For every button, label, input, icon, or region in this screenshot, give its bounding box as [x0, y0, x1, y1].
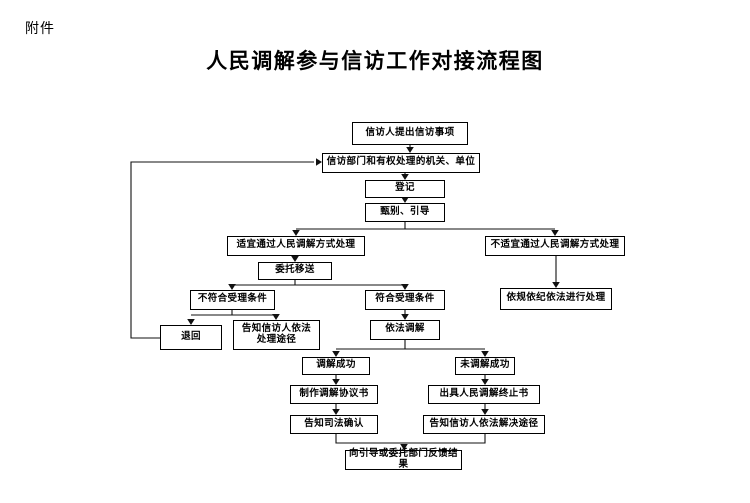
node-not-suitable-for-mediation[interactable]: 不适宜通过人民调解方式处理: [485, 236, 625, 256]
node-issue-mediation-termination[interactable]: 出具人民调解终止书: [428, 385, 540, 404]
node-mediation-failed[interactable]: 未调解成功: [455, 357, 515, 375]
node-registration[interactable]: 登记: [365, 180, 445, 198]
node-mediation-succeeded[interactable]: 调解成功: [302, 357, 370, 375]
node-inform-lawful-handling-channel[interactable]: 告知信访人依法 处理途径: [233, 320, 320, 350]
edge-feedback-n11-n2: [130, 158, 322, 339]
edge-n8-split: [187, 310, 280, 325]
node-petition-dept-authority[interactable]: 信访部门和有权处理的机关、单位: [322, 153, 480, 173]
node-not-meeting-acceptance-conditions[interactable]: 不符合受理条件: [190, 290, 275, 310]
node-screening-guidance[interactable]: 甄别、引导: [365, 203, 445, 222]
node-petitioner-raises-matter[interactable]: 信访人提出信访事项: [352, 122, 468, 145]
node-draft-mediation-agreement[interactable]: 制作调解协议书: [290, 385, 378, 404]
edge-merge-n20: [335, 434, 486, 450]
edge-n13-split: [332, 340, 489, 357]
node-inform-judicial-confirmation[interactable]: 告知司法确认: [290, 415, 378, 434]
node-return[interactable]: 退回: [160, 325, 222, 350]
node-entrust-transfer[interactable]: 委托移送: [258, 262, 332, 280]
page-title: 人民调解参与信访工作对接流程图: [206, 49, 544, 73]
edge-n1-n2: [406, 145, 414, 153]
node-suitable-for-mediation[interactable]: 适宜通过人民调解方式处理: [227, 236, 365, 256]
edge-n2-n3: [401, 173, 409, 180]
edge-n17-n19: [481, 404, 489, 415]
edge-n7-split: [228, 280, 409, 290]
edge-n15-n17: [481, 375, 489, 385]
edge-n9-n13: [401, 310, 409, 320]
node-feedback-to-referring-department[interactable]: 向引导或委托部门反馈结果: [345, 449, 462, 470]
edge-n4-split: [292, 222, 559, 236]
edge-n14-n16: [332, 375, 340, 385]
edge-n16-n18: [332, 404, 340, 415]
node-lawful-mediation[interactable]: 依法调解: [370, 320, 440, 340]
node-handle-per-regulations[interactable]: 依规依纪依法进行处理: [500, 288, 612, 310]
edge-n3-n4: [401, 197, 409, 203]
edge-n6-n10: [552, 256, 560, 288]
edge-n5-n7: [291, 256, 299, 262]
node-meets-acceptance-conditions[interactable]: 符合受理条件: [365, 290, 445, 310]
node-inform-lawful-resolution-channel[interactable]: 告知信访人依法解决途径: [423, 415, 545, 434]
attachment-label: 附件: [25, 20, 55, 36]
